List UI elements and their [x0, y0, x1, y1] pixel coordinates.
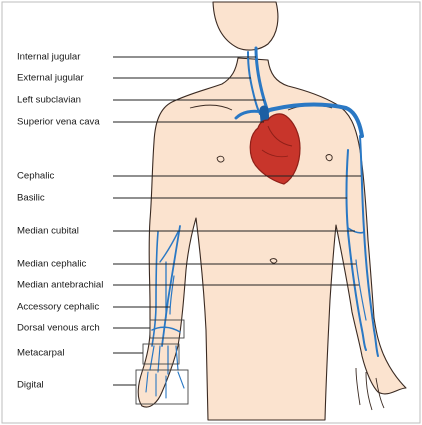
- leader-lines: [113, 56, 361, 386]
- nipple-right: [325, 154, 333, 162]
- heart-shape: [249, 113, 301, 185]
- right-forearm-branch: [355, 259, 367, 321]
- label-digital: Digital: [17, 379, 44, 391]
- clavicle-left: [189, 104, 233, 111]
- label-superior-vena-cava: Superior vena cava: [17, 116, 100, 128]
- left-cephalic-forearm: [161, 225, 181, 347]
- nipple-left: [216, 155, 225, 163]
- navel: [269, 258, 278, 264]
- box-digital: [135, 369, 189, 405]
- label-median-cephalic: Median cephalic: [17, 258, 87, 270]
- torso-shape: [137, 57, 407, 421]
- label-basilic: Basilic: [17, 192, 45, 204]
- body-silhouette: [137, 1, 407, 421]
- label-dorsal-venous-arch: Dorsal venous arch: [17, 322, 100, 334]
- cephalic-vein: [359, 135, 379, 357]
- label-median-cubital: Median cubital: [17, 225, 79, 237]
- vein-network: [145, 46, 379, 399]
- label-median-antebrachial: Median antebrachial: [17, 279, 104, 291]
- heart-vessel-coronary: [261, 149, 289, 158]
- box-dorsal-venous-arch: [149, 319, 185, 339]
- label-external-jugular: External jugular: [17, 72, 84, 84]
- label-left-subclavian: Left subclavian: [17, 94, 81, 106]
- left-subclavian-vein: [260, 102, 364, 138]
- right-hand-fingers: [355, 367, 385, 411]
- left-basilic-forearm: [151, 231, 159, 347]
- label-metacarpal: Metacarpal: [17, 347, 65, 359]
- left-median-cephalic: [159, 231, 179, 263]
- heart: [249, 113, 301, 185]
- box-metacarpal: [142, 343, 180, 365]
- median-cubital-vein: [347, 227, 365, 234]
- left-accessory-cephalic: [169, 275, 175, 315]
- hand-callout-boxes: [135, 319, 189, 405]
- left-dorsal-arch: [151, 326, 181, 333]
- label-cephalic: Cephalic: [17, 170, 55, 182]
- right-subclavian-vein: [234, 109, 264, 120]
- basilic-vein: [345, 149, 367, 351]
- heart-vessel-aorta: [267, 125, 293, 147]
- head-shape: [212, 1, 279, 51]
- left-metacarpal-veins: [149, 345, 179, 375]
- label-accessory-cephalic: Accessory cephalic: [17, 301, 100, 313]
- body-contours: [189, 104, 385, 411]
- label-internal-jugular: Internal jugular: [17, 51, 81, 63]
- left-digital-veins: [145, 371, 185, 399]
